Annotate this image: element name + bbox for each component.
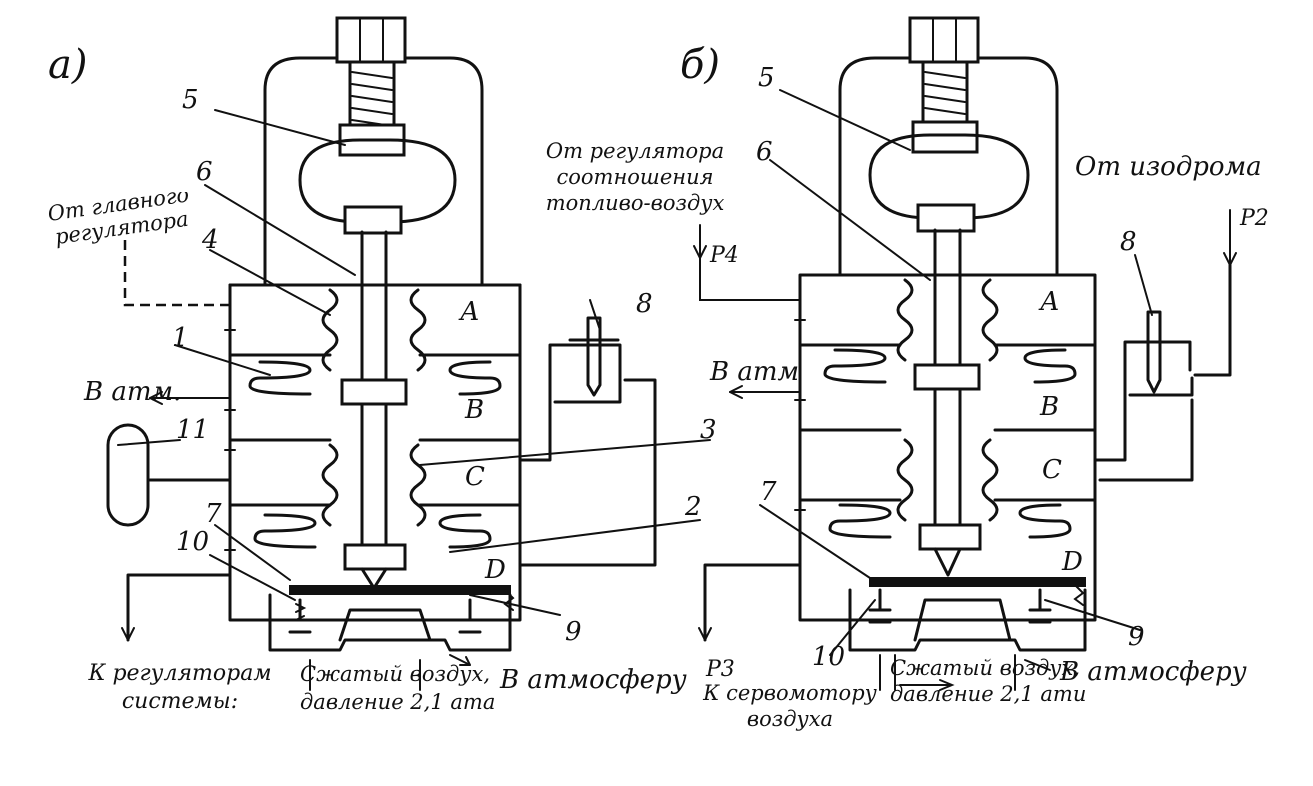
capsule-connector-a [343, 205, 403, 235]
membrane-7-b [828, 503, 892, 539]
label-to-atmosphere-b: В атмосферу [1059, 657, 1247, 687]
valve-9-a [458, 598, 482, 634]
inlet-ratio-regulator-b [699, 224, 801, 301]
chamber-c-b: С [1042, 455, 1062, 485]
number-7-b: 7 [760, 477, 777, 507]
number-1-a: 1 [172, 323, 189, 353]
number-9-a: 9 [565, 617, 582, 647]
bellows-11-a [106, 423, 150, 527]
label-to-regulators: К регуляторам системы: [88, 661, 271, 714]
capsule-5-b [868, 133, 1030, 220]
label-p2: P2 [1239, 206, 1269, 231]
membrane-7-a [253, 513, 317, 549]
lever-plate-a [289, 585, 511, 595]
number-10-b: 10 [812, 642, 845, 672]
needle-valve-8-a [586, 316, 602, 397]
number-6-b: 6 [756, 137, 773, 167]
chamber-b-a: В [464, 395, 484, 425]
bolt-shank-b [921, 60, 969, 134]
number-9-b: 9 [1128, 622, 1145, 652]
chamber-d-a: D [484, 555, 506, 585]
bellows-4-a [321, 288, 339, 372]
bolt-head-b [908, 16, 980, 64]
bolt-head-a [335, 16, 407, 64]
disk-lower-a [343, 543, 407, 571]
disk-upper-b [913, 363, 981, 391]
label-p4: P4 [709, 243, 739, 268]
label-to-atmosphere-a: В атмосферу [499, 665, 687, 695]
label-to-atm-b: В атм [709, 357, 799, 387]
chamber-b-b: В [1039, 392, 1059, 422]
number-6-a: 6 [196, 157, 213, 187]
housing-b [798, 273, 1097, 622]
number-10-a: 10 [176, 527, 209, 557]
capsule-connector-b [916, 203, 976, 233]
panel-a: а) [46, 16, 717, 714]
capsule-5-a [298, 138, 457, 224]
needle-b [933, 547, 962, 577]
label-from-main-regulator: От главного регулятора [46, 192, 190, 249]
number-8-a: 8 [636, 289, 653, 319]
bellows-upper-b [896, 278, 914, 362]
needle-valve-8-b [1146, 310, 1162, 394]
inlet-main-regulator-a [123, 240, 230, 307]
label-p3: P3 [705, 657, 735, 682]
valve-10-a [288, 598, 312, 634]
disk-upper-a [340, 378, 408, 406]
bellows-3-a [321, 443, 339, 527]
label-to-servomotor: К сервомотору воздуха [703, 681, 877, 731]
chamber-a-a: А [458, 297, 480, 327]
panel-b-title: б) [680, 42, 720, 88]
label-to-atm-a: В атм. [83, 377, 181, 407]
label-compressed-air-b: Сжатый воздух, давление 2,1 ати [890, 656, 1086, 706]
nut-b [911, 120, 979, 154]
number-2-a: 2 [684, 492, 702, 522]
lever-plate-b [869, 577, 1086, 587]
valve-10-b [868, 588, 892, 624]
leader-5-a [214, 109, 346, 146]
number-11-a: 11 [176, 415, 209, 445]
label-from-isodrome: От изодрома [1075, 152, 1262, 182]
number-8-b: 8 [1120, 227, 1137, 257]
label-from-ratio-regulator: От регулятора соотношения топливо-воздух [546, 139, 725, 215]
number-5-b: 5 [758, 63, 775, 93]
valve-9-b [1028, 588, 1052, 624]
bellows-lower-b [896, 438, 914, 522]
panel-a-title: а) [48, 42, 87, 88]
membrane-1-a [248, 360, 312, 396]
number-7-a: 7 [205, 499, 222, 529]
panel-b: б) [546, 16, 1269, 731]
number-4-a: 4 [201, 225, 219, 255]
chamber-c-a: С [465, 462, 485, 492]
disk-lower-b [918, 523, 982, 551]
chamber-d-b: D [1061, 547, 1083, 577]
chamber-a-b: А [1038, 287, 1060, 317]
number-5-a: 5 [182, 85, 199, 115]
label-compressed-air-a: Сжатый воздух, давление 2,1 ата [300, 662, 495, 714]
number-3-a: 3 [700, 415, 717, 445]
